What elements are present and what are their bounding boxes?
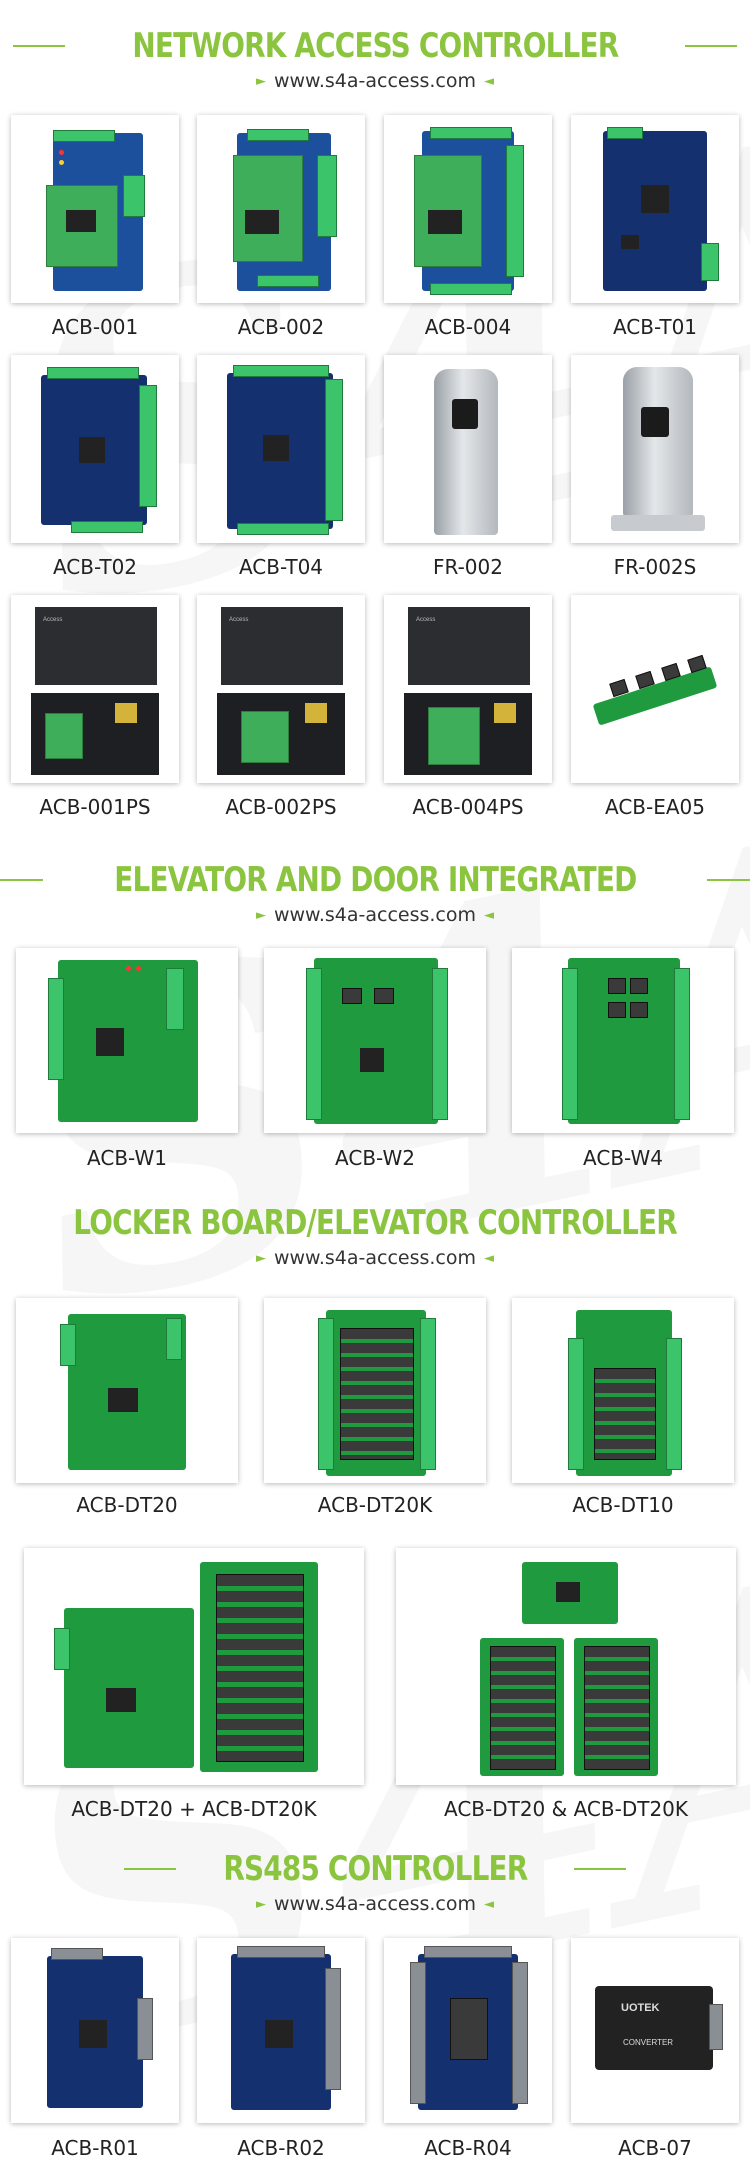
arrow-right-icon: ► bbox=[255, 73, 266, 89]
product-label: ACB-W2 bbox=[335, 1146, 415, 1170]
product-label: FR-002S bbox=[613, 555, 697, 579]
product-card-acb-w4[interactable] bbox=[512, 948, 734, 1133]
product-card-acb-002[interactable] bbox=[197, 115, 365, 303]
product-card-acb-001[interactable] bbox=[11, 115, 179, 303]
section-header-network: NETWORK ACCESS CONTROLLER ► www.s4a-acce… bbox=[0, 26, 750, 92]
product-label: ACB-W4 bbox=[583, 1146, 663, 1170]
section-header-rs485: RS485 CONTROLLER ► www.s4a-access.com ◄ bbox=[0, 1849, 750, 1915]
product-card-acb-07[interactable]: UOTEK CONVERTER bbox=[571, 1938, 739, 2123]
product-card-acb-w1[interactable] bbox=[16, 948, 238, 1133]
product-card-acb-w2[interactable] bbox=[264, 948, 486, 1133]
product-label: ACB-DT20 & ACB-DT20K bbox=[443, 1797, 689, 1821]
website-link[interactable]: www.s4a-access.com bbox=[273, 70, 477, 92]
arrow-left-icon: ◄ bbox=[484, 907, 495, 923]
product-label: ACB-001PS bbox=[39, 795, 151, 819]
product-label: ACB-W1 bbox=[87, 1146, 167, 1170]
product-label: ACB-DT20K bbox=[317, 1493, 433, 1517]
product-label: ACB-DT10 bbox=[572, 1493, 674, 1517]
arrow-left-icon: ◄ bbox=[484, 73, 495, 89]
section-header-elevator-door: ELEVATOR AND DOOR INTEGRATED ► www.s4a-a… bbox=[0, 860, 750, 926]
product-card-acb-002ps[interactable]: Access bbox=[197, 595, 365, 783]
product-card-acb-r01[interactable] bbox=[11, 1938, 179, 2123]
product-label: ACB-004 bbox=[424, 315, 512, 339]
product-card-acb-ea05[interactable] bbox=[571, 595, 739, 783]
product-card-acb-dt20-plus-dt20k[interactable] bbox=[24, 1548, 364, 1785]
product-label: ACB-001 bbox=[51, 315, 139, 339]
title-divider bbox=[685, 45, 738, 47]
product-label: ACB-004PS bbox=[412, 795, 524, 819]
product-label: ACB-R04 bbox=[424, 2136, 512, 2160]
converter-brand: UOTEK bbox=[621, 2002, 660, 2014]
product-card-acb-r02[interactable] bbox=[197, 1938, 365, 2123]
title-divider bbox=[123, 1868, 176, 1870]
arrow-right-icon: ► bbox=[255, 907, 266, 923]
product-label: ACB-DT20 bbox=[76, 1493, 178, 1517]
section-title: ELEVATOR AND DOOR INTEGRATED bbox=[113, 860, 637, 900]
product-label: ACB-07 bbox=[618, 2136, 692, 2160]
product-card-fr-002s[interactable] bbox=[571, 355, 739, 543]
arrow-right-icon: ► bbox=[255, 1250, 266, 1266]
product-card-acb-dt10[interactable] bbox=[512, 1298, 734, 1483]
arrow-right-icon: ► bbox=[255, 1896, 266, 1912]
arrow-left-icon: ◄ bbox=[484, 1896, 495, 1912]
product-card-acb-t01[interactable] bbox=[571, 115, 739, 303]
product-label: ACB-R01 bbox=[51, 2136, 139, 2160]
product-label: ACB-002 bbox=[237, 315, 325, 339]
converter-name: CONVERTER bbox=[623, 2038, 674, 2047]
title-divider bbox=[12, 45, 65, 47]
product-card-acb-004[interactable] bbox=[384, 115, 552, 303]
product-card-acb-dt20-and-dt20k[interactable] bbox=[396, 1548, 736, 1785]
product-card-acb-dt20k[interactable] bbox=[264, 1298, 486, 1483]
website-link[interactable]: www.s4a-access.com bbox=[273, 1247, 477, 1269]
section-title: NETWORK ACCESS CONTROLLER bbox=[131, 26, 619, 66]
arrow-left-icon: ◄ bbox=[484, 1250, 495, 1266]
lid-text: Access bbox=[416, 617, 436, 623]
title-divider bbox=[0, 879, 43, 881]
product-card-acb-004ps[interactable]: Access bbox=[384, 595, 552, 783]
section-title: RS485 CONTROLLER bbox=[222, 1849, 528, 1889]
product-label: ACB-R02 bbox=[237, 2136, 325, 2160]
website-link[interactable]: www.s4a-access.com bbox=[273, 904, 477, 926]
product-card-acb-001ps[interactable]: Access bbox=[11, 595, 179, 783]
product-label: ACB-DT20 + ACB-DT20K bbox=[71, 1797, 317, 1821]
product-card-acb-r04[interactable] bbox=[384, 1938, 552, 2123]
title-divider bbox=[707, 879, 750, 881]
product-label: FR-002 bbox=[433, 555, 503, 579]
section-header-locker: LOCKER BOARD/ELEVATOR CONTROLLER ► www.s… bbox=[0, 1203, 750, 1269]
product-label: ACB-T01 bbox=[612, 315, 698, 339]
product-card-fr-002[interactable] bbox=[384, 355, 552, 543]
product-card-acb-t02[interactable] bbox=[11, 355, 179, 543]
lid-text: Access bbox=[43, 617, 63, 623]
product-label: ACB-EA05 bbox=[605, 795, 705, 819]
product-card-acb-t04[interactable] bbox=[197, 355, 365, 543]
product-label: ACB-T02 bbox=[52, 555, 138, 579]
product-label: ACB-T04 bbox=[238, 555, 324, 579]
title-divider bbox=[574, 1868, 627, 1870]
section-title: LOCKER BOARD/ELEVATOR CONTROLLER bbox=[73, 1203, 677, 1243]
product-label: ACB-002PS bbox=[225, 795, 337, 819]
lid-text: Access bbox=[229, 617, 249, 623]
product-card-acb-dt20[interactable] bbox=[16, 1298, 238, 1483]
website-link[interactable]: www.s4a-access.com bbox=[273, 1893, 477, 1915]
